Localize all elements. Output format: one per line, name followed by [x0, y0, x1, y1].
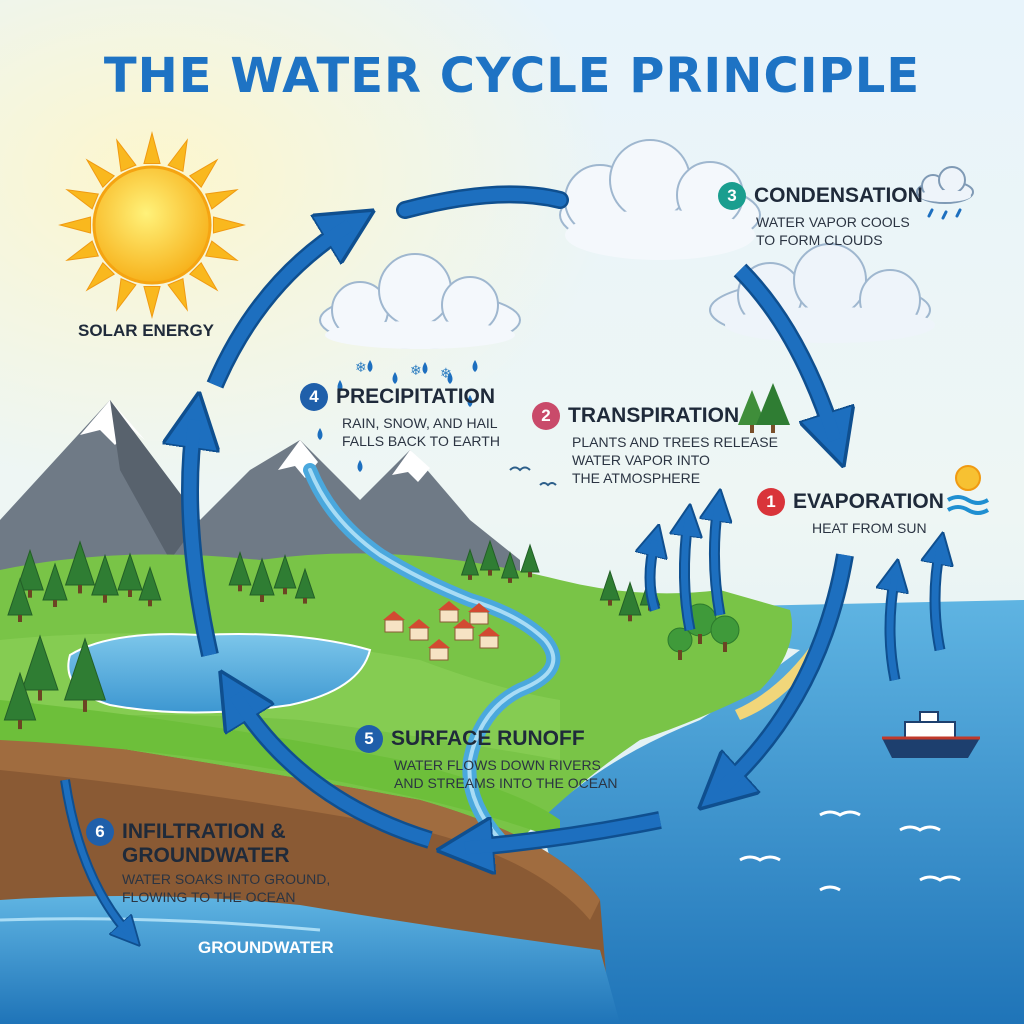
grass-edge	[0, 700, 560, 840]
cycle-arrows	[190, 185, 845, 848]
step-evaporation: 1 EVAPORATION	[757, 488, 944, 516]
step-title-line2: GROUNDWATER	[122, 844, 290, 867]
house-icon	[453, 619, 475, 641]
house-icon	[428, 639, 450, 661]
raindrop-icon	[422, 362, 428, 374]
raindrop-icon	[472, 360, 478, 372]
snowflake-icon: ❄	[410, 363, 422, 379]
step-transpiration: 2 TRANSPIRATION	[532, 402, 739, 430]
step-description: PLANTS AND TREES RELEASE WATER VAPOR INT…	[572, 434, 778, 486]
raindrop-icon	[317, 428, 323, 440]
step-title: TRANSPIRATION	[568, 404, 740, 427]
sun-over-water-icon	[946, 465, 990, 515]
step-description: WATER FLOWS DOWN RIVERS AND STREAMS INTO…	[394, 757, 618, 791]
rain-drops: ❄ ❄ ❄	[317, 360, 478, 472]
house-icon	[438, 601, 460, 623]
step-precipitation: 4 PRECIPITATION	[300, 383, 495, 411]
boat-icon	[882, 711, 980, 758]
sun-icon	[58, 131, 246, 319]
step-title: SURFACE RUNOFF	[391, 727, 585, 750]
vapor-arrows	[650, 505, 940, 682]
village	[383, 601, 500, 661]
step-number-badge: 4	[300, 383, 328, 411]
tree	[667, 627, 693, 653]
house-icon	[468, 603, 490, 625]
step-number-badge: 5	[355, 725, 383, 753]
page-title: THE WATER CYCLE PRINCIPLE	[103, 48, 921, 104]
step-title: CONDENSATION	[754, 184, 923, 207]
step-title: EVAPORATION	[793, 490, 944, 513]
snowflake-icon: ❄	[440, 366, 452, 382]
groundwater-layer	[0, 896, 620, 1024]
raindrop-icon	[337, 380, 343, 392]
house-icon	[408, 619, 430, 641]
beach	[735, 640, 820, 720]
step-condensation: 3 CONDENSATION	[718, 182, 923, 210]
step-description: WATER VAPOR COOLS TO FORM CLOUDS	[756, 214, 910, 248]
step-number-badge: 2	[532, 402, 560, 430]
step-title: INFILTRATION &	[122, 820, 286, 843]
house-icon	[383, 611, 405, 633]
step-description: WATER SOAKS INTO GROUND, FLOWING TO THE …	[122, 871, 331, 905]
solar-energy-label: SOLAR ENERGY	[78, 321, 215, 340]
raindrop-icon	[392, 372, 398, 384]
cloud-rain	[319, 253, 521, 349]
step-description: HEAT FROM SUN	[812, 520, 927, 536]
bird-icon	[509, 466, 531, 472]
ocean	[540, 600, 1024, 1024]
step-title: PRECIPITATION	[336, 385, 496, 408]
raindrop-icon	[447, 372, 453, 384]
raindrop-icon	[467, 395, 473, 407]
cloud-top	[559, 139, 761, 260]
step-description: RAIN, SNOW, AND HAIL FALLS BACK TO EARTH	[342, 415, 500, 449]
raincloud-icon	[916, 166, 974, 220]
trees-icon	[738, 383, 790, 433]
bird-icon	[539, 482, 557, 487]
raindrop-icon	[367, 360, 373, 372]
step-infiltration: 6 INFILTRATION &	[86, 818, 286, 846]
step-surface-runoff: 5 SURFACE RUNOFF	[355, 725, 585, 753]
tree	[710, 615, 740, 645]
topsoil	[0, 730, 600, 920]
step-number-badge: 6	[86, 818, 114, 846]
groundwater-label: GROUNDWATER	[198, 938, 334, 957]
raindrop-icon	[357, 460, 363, 472]
step-number-badge: 3	[718, 182, 746, 210]
step-number-badge: 1	[757, 488, 785, 516]
snowflake-icon: ❄	[355, 360, 367, 376]
house-icon	[478, 627, 500, 649]
ocean-waves	[739, 810, 961, 892]
